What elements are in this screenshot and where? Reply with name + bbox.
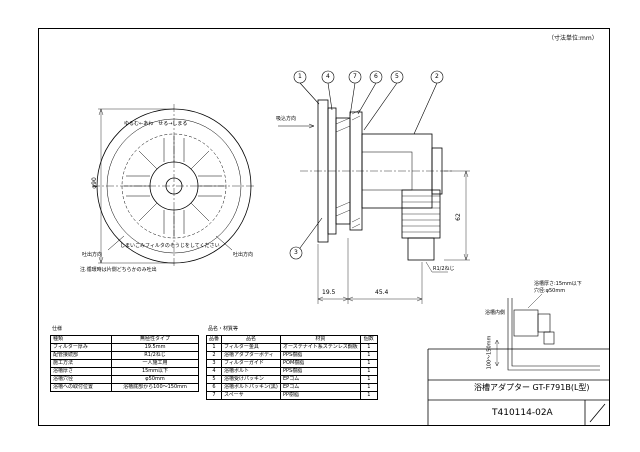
dim-62: 62 [454, 213, 462, 221]
front-ring-bottom-text: しまいこみフィルタのそうじをしてください [120, 243, 220, 249]
callout-3: 3 [294, 249, 298, 256]
callout-4: 4 [326, 73, 330, 80]
inflow-label: 吸込方向 [276, 116, 297, 122]
parts-cell: 浴槽受けパッキン [221, 375, 282, 384]
spec-value: R1/2ねじ [111, 351, 199, 360]
parts-cell: PPS樹脂 [280, 367, 361, 376]
install-note-thickness: 浴槽厚さ:15mm以下 [534, 281, 582, 287]
parts-header: 品名 [221, 335, 282, 344]
parts-header: 個数 [359, 335, 378, 344]
install-range-label: 100〜150mm [486, 335, 493, 370]
unit-note: （寸法単位:mm） [548, 35, 598, 42]
spec-key: 配管接続部 [50, 351, 112, 360]
outflow-right-label: 吐出方向 [233, 252, 254, 258]
spec-value: 浴槽底部から100〜150mm [111, 383, 199, 392]
thread-label: R1/2ねじ [433, 266, 455, 272]
front-view [92, 104, 256, 268]
drawing-code: T410114-02A [492, 408, 553, 418]
parts-cell: 浴槽ボルトパッキン(黒) [221, 383, 282, 392]
parts-header: 品番 [205, 335, 223, 344]
parts-cell: 4 [205, 367, 223, 376]
parts-cell: PP樹脂 [280, 391, 361, 400]
spec-key: 施工方法 [50, 359, 112, 368]
front-ring-top-text: ゆるむ←あわ せる→しまる [124, 121, 188, 127]
parts-cell: POM樹脂 [280, 359, 361, 368]
outflow-left-label: 吐出方向 [82, 252, 103, 258]
side-view [278, 70, 470, 304]
spec-value: 19.5mm [111, 343, 199, 352]
parts-cell: 1 [359, 367, 378, 376]
callout-7: 7 [353, 73, 357, 80]
parts-cell: 1 [359, 375, 378, 384]
front-note: 注.循環時は片側どちらかのみ吐出 [80, 267, 157, 273]
parts-cell: 1 [359, 351, 378, 360]
callout-2: 2 [435, 73, 439, 80]
parts-cell: 5 [205, 375, 223, 384]
spec-value: 15mm以下 [111, 367, 199, 376]
parts-cell: 1 [359, 383, 378, 392]
parts-cell: 7 [205, 391, 223, 400]
install-note-hole: 穴径:φ50mm [534, 288, 566, 294]
callout-1: 1 [298, 73, 302, 80]
dim-19-5: 19.5 [322, 289, 336, 296]
spec-row: 浴槽への取付位置浴槽底部から100〜150mm [50, 383, 199, 392]
product-name: 浴槽アダプター GT-F791B(L型) [474, 383, 590, 392]
callout-6: 6 [374, 73, 378, 80]
parts-cell: オーステナイト系ステンレス鋼板 [280, 343, 361, 352]
parts-cell: スペーサ [221, 391, 282, 400]
spec-key: 浴槽への取付位置 [50, 383, 112, 392]
spec-key: 種類 [50, 335, 112, 344]
spec-title: 仕様 [52, 326, 63, 332]
parts-cell: 1 [359, 343, 378, 352]
parts-cell: 1 [359, 391, 378, 400]
install-inside-label: 浴槽内側 [485, 310, 506, 316]
parts-cell: 浴槽アダプターボディ [221, 351, 282, 360]
parts-cell: 1 [359, 359, 378, 368]
parts-cell: 浴槽ボルト [221, 367, 282, 376]
spec-key: 浴槽厚さ [50, 367, 112, 376]
parts-cell: EPゴム [280, 375, 361, 384]
parts-header: 材質 [280, 335, 361, 344]
spec-value: 無極性タイプ [111, 335, 199, 344]
callout-5: 5 [395, 73, 399, 80]
parts-cell: 3 [205, 359, 223, 368]
parts-cell: EPゴム [280, 383, 361, 392]
spec-key: フィルター厚み [50, 343, 112, 352]
install-view [494, 293, 600, 371]
parts-cell: フィルターガイド [221, 359, 282, 368]
drawing-border [38, 28, 610, 426]
parts-cell: 1 [205, 343, 223, 352]
spec-key: 浴槽穴径 [50, 375, 112, 384]
dim-45-4: 45.4 [375, 289, 389, 296]
parts-title: 品名・材質等 [208, 326, 239, 332]
parts-cell: PPS樹脂 [280, 351, 361, 360]
parts-cell: 6 [205, 383, 223, 392]
title-block-lines [427, 348, 610, 426]
spec-row: 施工方法一人施工用 [50, 359, 199, 368]
front-diameter-label: φ90 [90, 177, 98, 189]
spec-value: 一人施工用 [111, 359, 199, 368]
parts-cell: フィルター金具 [221, 343, 282, 352]
parts-cell: 2 [205, 351, 223, 360]
spec-row: 種類無極性タイプ [50, 335, 199, 344]
spec-value: φ50mm [111, 375, 199, 384]
